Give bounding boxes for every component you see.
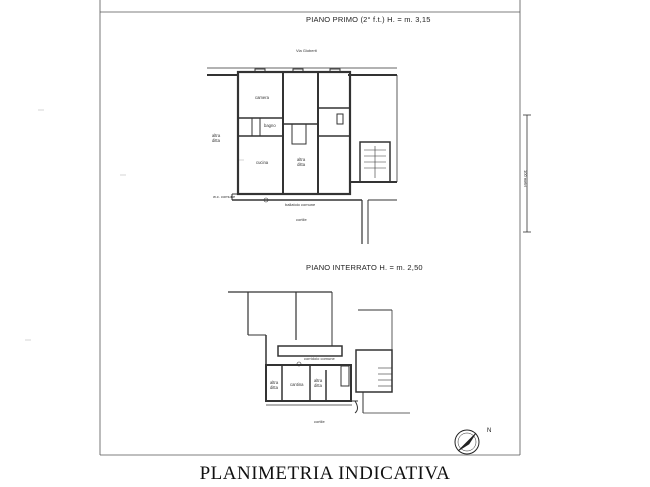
cantina-label: cantina <box>290 382 304 387</box>
first-floor-plan <box>207 67 398 244</box>
document-title: PLANIMETRIA INDICATIVA <box>199 463 451 484</box>
corridoio-label: corridoio comune <box>304 356 335 361</box>
margin-ticks <box>25 109 244 341</box>
scale-bar <box>523 114 531 233</box>
north-arrow-icon <box>454 429 480 455</box>
first-floor-title: PIANO PRIMO (2° f.t.) H. = m. 3,15 <box>306 15 431 24</box>
room-altra-ditta-left: altra ditta <box>212 133 221 143</box>
street-label: Via Gioberti <box>296 48 317 53</box>
basement-altra-ditta-left: altra ditta <box>270 380 279 390</box>
cortile-label-basement: cortile <box>314 419 325 424</box>
scale-label: 100 metri <box>523 170 528 187</box>
north-label: N <box>487 428 492 434</box>
ballatoio-label: ballatoio comune <box>285 202 316 207</box>
sheet-frame <box>99 0 521 456</box>
room-cucina: cucina <box>256 160 269 165</box>
basement-title: PIANO INTERRATO H. = m. 2,50 <box>306 263 423 272</box>
basement-plan <box>228 291 410 414</box>
basement-altra-ditta-right: altra ditta <box>314 378 323 388</box>
room-camera: camera <box>255 95 269 100</box>
room-altra-ditta-center: altra ditta <box>297 157 306 167</box>
wc-label: w.c. comune <box>213 194 236 199</box>
cortile-label-first: cortile <box>296 217 307 222</box>
room-bagno: bagno <box>264 123 276 128</box>
